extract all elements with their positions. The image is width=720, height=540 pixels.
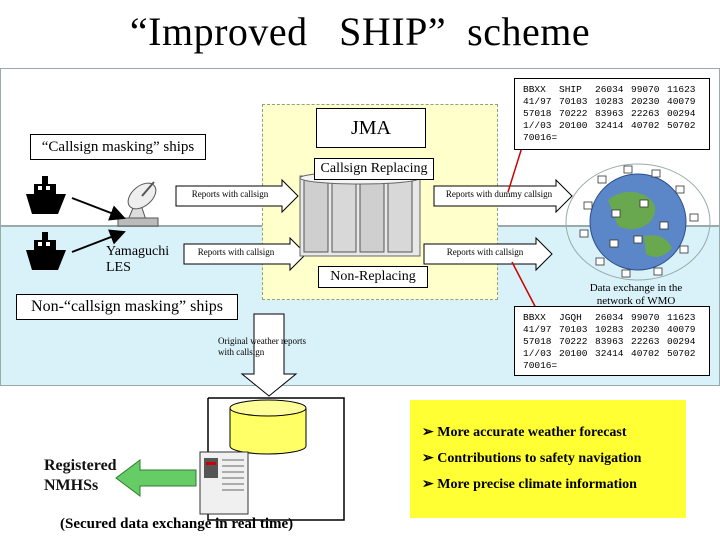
bulletin-top-cell: 70103 [559, 96, 588, 107]
highlight-line-bottom [511, 261, 539, 313]
bulletin-bottom-cell: 20230 [631, 324, 660, 335]
bulletin-top-cell: 22263 [631, 108, 660, 119]
server-cluster-icon [299, 171, 421, 257]
bulletin-bottom-cell: BBXX [523, 312, 546, 323]
bulletin-top-cell: BBXX [523, 84, 546, 95]
bulletin-top-row: BBXX SHIP 26034 99070 11623 [523, 84, 701, 96]
bulletin-top-row: 57018 70222 83963 22263 00294 [523, 108, 701, 120]
bulletin-bottom-cell: 83963 [595, 336, 624, 347]
bulletin-top-cell: 40702 [631, 120, 660, 131]
bulletin-top-row: 70016= [523, 132, 701, 144]
bulletin-bottom-cell: 10283 [595, 324, 624, 335]
bulletin-top-cell: 11623 [667, 84, 696, 95]
bulletin-top-cell: 70222 [559, 108, 588, 119]
server-tower-icon [199, 451, 249, 515]
registered-nmhss-label: Registered NMHSs [44, 457, 117, 494]
bullet-arrow-icon: ➢ [422, 477, 438, 492]
bulletin-top-cell: 40079 [667, 96, 696, 107]
benefit-text: More precise climate information [437, 477, 637, 492]
arrow-down-original-reports [240, 313, 298, 397]
bulletin-bottom-cell: 32414 [595, 348, 624, 359]
bulletin-bottom-row: BBXX JGQH 26034 99070 11623 [523, 312, 701, 324]
satellite-dish-icon [117, 181, 159, 227]
bulletin-bottom-row: 57018 70222 83963 22263 00294 [523, 336, 701, 348]
bulletin-top-cell: SHIP [559, 84, 582, 95]
bulletin-top-cell: 20230 [631, 96, 660, 107]
bulletin-bottom: BBXX JGQH 26034 99070 11623 41/97 70103 10283 20… [514, 306, 710, 376]
arrow-label-reports-callsign-bottom-right: Reports with callsign [446, 247, 524, 257]
ship-to-les-arrow-2 [71, 229, 126, 253]
arrow-to-registered-nmhss [115, 459, 197, 497]
bulletin-bottom-cell: 40079 [667, 324, 696, 335]
arrow-label-reports-callsign-bottom-left: Reports with callsign [197, 247, 275, 257]
ship-to-les-arrow-1 [71, 197, 126, 221]
wmo-network-label: Data exchange in the network of WMO [589, 282, 683, 307]
bulletin-top-cell: 10283 [595, 96, 624, 107]
bulletin-top-cell: 32414 [595, 120, 624, 131]
bulletin-bottom-cell: 70222 [559, 336, 588, 347]
benefits-box: ➢ More accurate weather forecast➢ Contri… [410, 400, 686, 518]
bulletin-top-row: 1//03 20100 32414 40702 50702 [523, 120, 701, 132]
callsign-replacing-label: Callsign Replacing [314, 158, 434, 180]
ship-icon-non-masking [26, 232, 66, 270]
bulletin-bottom-cell: 41/97 [523, 324, 552, 335]
bulletin-bottom-cell: 00294 [667, 336, 696, 347]
bulletin-bottom-cell: 11623 [667, 312, 696, 323]
arrow-reports-dummy-callsign [433, 178, 573, 214]
original-reports-label: Original weather reports with callsign [218, 336, 306, 357]
secured-exchange-label: (Secured data exchange in real time) [60, 516, 294, 532]
bulletin-bottom-cell: 99070 [631, 312, 660, 323]
arrow-reports-callsign-bottom-right [423, 236, 553, 272]
bulletin-bottom-cell: 57018 [523, 336, 552, 347]
bulletin-bottom-row: 1//03 20100 32414 40702 50702 [523, 348, 701, 360]
arrow-reports-callsign-bottom-left [183, 236, 307, 272]
benefit-item: ➢ More accurate weather forecast [422, 424, 674, 441]
ship-icon-masking [26, 176, 66, 214]
bulletin-bottom-cell: 40702 [631, 348, 660, 359]
arrow-label-reports-dummy-callsign: Reports with dummy callsign [445, 189, 553, 199]
bulletin-bottom-cell: 70103 [559, 324, 588, 335]
bulletin-bottom-cell: 1//03 [523, 348, 552, 359]
benefit-item: ➢ Contributions to safety navigation [422, 450, 674, 467]
bulletin-top-cell: 83963 [595, 108, 624, 119]
non-callsign-masking-ships-label: Non-“callsign masking” ships [16, 294, 238, 320]
yamaguchi-les-label: Yamaguchi LES [106, 244, 170, 275]
callsign-masking-ships-label: “Callsign masking” ships [30, 134, 206, 160]
bulletin-top-cell: 1//03 [523, 120, 552, 131]
bulletin-bottom-cell: 26034 [595, 312, 624, 323]
bulletin-top-row: 41/97 70103 10283 20230 40079 [523, 96, 701, 108]
page-title: “Improved SHIP” scheme [129, 9, 591, 54]
bulletin-top-cell: 00294 [667, 108, 696, 119]
bulletin-bottom-cell: 50702 [667, 348, 696, 359]
bullet-arrow-icon: ➢ [422, 425, 438, 440]
bulletin-top-cell: 70016= [523, 132, 558, 143]
bulletin-top-cell: 57018 [523, 108, 552, 119]
bulletin-top: BBXX SHIP 26034 99070 11623 41/97 70103 10283 20… [514, 78, 710, 150]
bulletin-top-cell: 20100 [559, 120, 588, 131]
benefit-item: ➢ More precise climate information [422, 476, 674, 493]
bulletin-bottom-cell: 22263 [631, 336, 660, 347]
arrow-reports-callsign-top [175, 178, 299, 214]
database-icon [229, 399, 307, 455]
arrow-label-reports-callsign-top: Reports with callsign [191, 189, 269, 199]
bulletin-bottom-row: 70016= [523, 360, 701, 372]
jma-label: JMA [316, 108, 426, 148]
benefit-text: Contributions to safety navigation [437, 451, 642, 466]
benefit-text: More accurate weather forecast [437, 425, 627, 440]
non-replacing-label: Non-Replacing [318, 266, 428, 288]
bulletin-top-cell: 26034 [595, 84, 624, 95]
bulletin-bottom-cell: 20100 [559, 348, 588, 359]
bulletin-bottom-row: 41/97 70103 10283 20230 40079 [523, 324, 701, 336]
bulletin-bottom-cell: 70016= [523, 360, 558, 371]
bulletin-top-cell: 99070 [631, 84, 660, 95]
bullet-arrow-icon: ➢ [422, 451, 438, 466]
bulletin-top-cell: 41/97 [523, 96, 552, 107]
globe-network-icon [565, 163, 711, 281]
bulletin-top-cell: 50702 [667, 120, 696, 131]
bulletin-bottom-cell: JGQH [559, 312, 582, 323]
